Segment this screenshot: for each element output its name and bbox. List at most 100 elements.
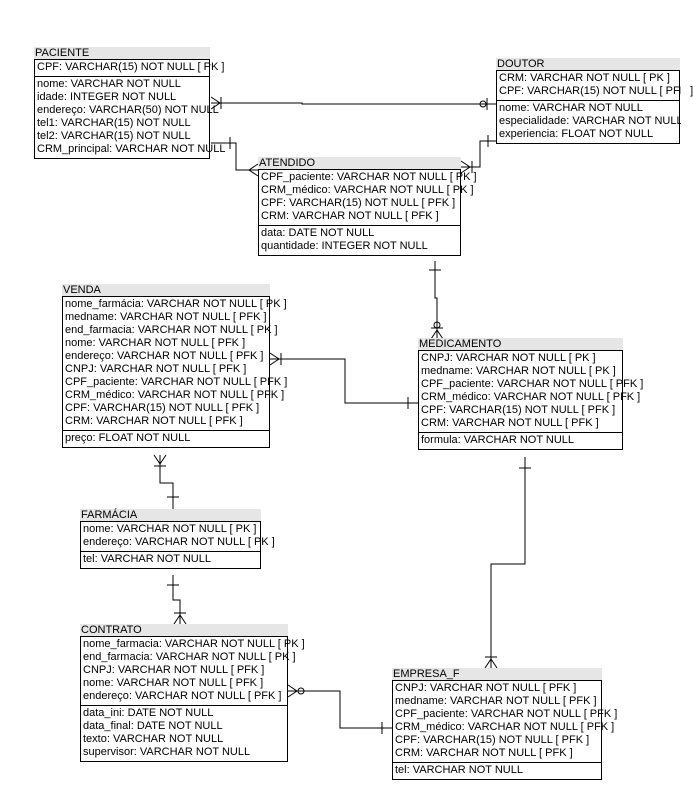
attr-row: CRM: VARCHAR NOT NULL [ PK ]	[499, 72, 670, 84]
attr-row: data: DATE NOT NULL	[261, 227, 375, 239]
entity-empresa-f-attrs: tel: VARCHAR NOT NULL	[393, 762, 601, 779]
attr-row: endereço: VARCHAR(50) NOT NULL	[37, 104, 219, 116]
attr-row: supervisor: VARCHAR NOT NULL	[83, 746, 251, 758]
attr-row: tel2: VARCHAR(15) NOT NULL	[37, 130, 191, 142]
entity-paciente-table: CPF: VARCHAR(15) NOT NULL [ PK ] nome: V…	[34, 59, 225, 159]
attr-row: CRM: VARCHAR NOT NULL [ PFK ]	[261, 210, 439, 222]
crowfoot-venda-right	[269, 352, 282, 366]
attr-row: medname: VARCHAR NOT NULL [ PFK ]	[395, 695, 597, 707]
attr-row: CPF: VARCHAR(15) NOT NULL [ PFK ]	[261, 197, 456, 209]
attr-row: data_ini: DATE NOT NULL	[83, 707, 214, 719]
entity-empresa-f-title: EMPRESA_F	[392, 668, 602, 680]
entity-atendido-title: ATENDIDO	[258, 157, 461, 169]
attr-row: CPF_paciente: VARCHAR NOT NULL [ PK ]	[261, 171, 477, 183]
entity-atendido-table: CPF_paciente: VARCHAR NOT NULL [ PK ] CR…	[258, 169, 477, 256]
rel-contrato-empresa	[288, 690, 392, 729]
entity-contrato-keys: nome_farmacia: VARCHAR NOT NULL [ PK ] e…	[81, 637, 305, 705]
entity-contrato-title: CONTRATO	[80, 624, 288, 636]
rel-paciente-doutor	[211, 102, 496, 105]
entity-medicamento-title: MEDICAMENTO	[418, 338, 623, 350]
attr-row: endereço: VARCHAR NOT NULL [ PFK ]	[65, 350, 264, 362]
attr-row: texto: VARCHAR NOT NULL	[83, 733, 224, 745]
optional-contrato	[297, 687, 305, 695]
attr-row: nome: VARCHAR NOT NULL	[37, 78, 181, 90]
attr-row: CRM: VARCHAR NOT NULL [ PFK ]	[395, 747, 573, 759]
entity-venda-title: VENDA	[62, 284, 270, 296]
crowfoot-venda-bottom	[153, 454, 167, 467]
entity-farmacia-table: nome: VARCHAR NOT NULL [ PK ] endereço: …	[80, 521, 275, 569]
attr-row: endereço: VARCHAR NOT NULL [ PK ]	[83, 536, 275, 548]
attr-row: medname: VARCHAR NOT NULL [ PFK ]	[65, 311, 267, 323]
crowfoot-paciente	[210, 96, 222, 110]
entity-contrato[interactable]: CONTRATO nome_farmacia: VARCHAR NOT NULL…	[80, 624, 305, 762]
attr-row: CPF: VARCHAR(15) NOT NULL [ PK ]	[37, 61, 225, 73]
entity-medicamento-keys: CNPJ: VARCHAR NOT NULL [ PK ] medname: V…	[419, 351, 644, 432]
entity-contrato-attrs: data_ini: DATE NOT NULL data_final: DATE…	[81, 705, 287, 761]
rel-atendido-medicamento	[434, 261, 438, 339]
entity-venda-table: nome_farmácia: VARCHAR NOT NULL [ PK ] m…	[62, 296, 288, 448]
attr-row: CNPJ: VARCHAR NOT NULL [ PFK ]	[83, 664, 265, 676]
entity-farmacia-attrs: tel: VARCHAR NOT NULL	[81, 551, 260, 568]
attr-row: CPF_paciente: VARCHAR NOT NULL [ PFK ]	[421, 378, 644, 390]
attr-row: CPF: VARCHAR(15) NOT NULL [ PFK ]	[395, 734, 590, 746]
entity-farmacia-keys: nome: VARCHAR NOT NULL [ PK ] endereço: …	[81, 522, 275, 551]
entity-farmacia-title: FARMÁCIA	[80, 509, 261, 521]
entity-atendido-attrs: data: DATE NOT NULL quantidade: INTEGER …	[259, 225, 460, 255]
entity-paciente-keys: CPF: VARCHAR(15) NOT NULL [ PK ]	[35, 60, 225, 76]
attr-row: nome: VARCHAR NOT NULL [ PK ]	[83, 523, 257, 535]
attr-row: nome_farmacia: VARCHAR NOT NULL [ PK ]	[83, 638, 305, 650]
attr-row: CPF_paciente: VARCHAR NOT NULL [ PFK ]	[395, 708, 618, 720]
attr-row: tel1: VARCHAR(15) NOT NULL	[37, 117, 191, 129]
entity-paciente[interactable]: PACIENTE CPF: VARCHAR(15) NOT NULL [ PK …	[34, 47, 225, 159]
attr-row: nome: VARCHAR NOT NULL [ PFK ]	[83, 677, 264, 689]
entity-empresa-f[interactable]: EMPRESA_F CNPJ: VARCHAR NOT NULL [ PFK ]…	[392, 668, 618, 780]
entity-paciente-title: PACIENTE	[34, 47, 210, 59]
entity-atendido[interactable]: ATENDIDO CPF_paciente: VARCHAR NOT NULL …	[258, 157, 477, 256]
entity-farmacia[interactable]: FARMÁCIA nome: VARCHAR NOT NULL [ PK ] e…	[80, 509, 275, 569]
attr-row: CNPJ: VARCHAR NOT NULL [ PK ]	[421, 352, 596, 364]
entity-doutor-attrs: nome: VARCHAR NOT NULL especialidade: VA…	[497, 100, 683, 143]
entity-venda[interactable]: VENDA nome_farmácia: VARCHAR NOT NULL [ …	[62, 284, 288, 448]
attr-row: CRM_médico: VARCHAR NOT NULL [ PK ]	[261, 184, 474, 196]
crowfoot-contrato-top	[173, 612, 187, 625]
optional-doutor	[479, 100, 487, 108]
entity-atendido-keys: CPF_paciente: VARCHAR NOT NULL [ PK ] CR…	[259, 170, 477, 225]
attr-row: CPF: VARCHAR(15) NOT NULL [ PFK ]	[65, 402, 260, 414]
rel-medicamento-empresa	[490, 457, 526, 668]
attr-row: CPF: VARCHAR(15) NOT NULL [ PFK ]	[421, 404, 616, 416]
attr-row: CNPJ: VARCHAR NOT NULL [ PFK ]	[65, 363, 247, 375]
entity-medicamento[interactable]: MEDICAMENTO CNPJ: VARCHAR NOT NULL [ PK …	[418, 338, 644, 450]
rel-venda-farmacia	[159, 455, 174, 510]
attr-row: tel: VARCHAR NOT NULL	[83, 553, 211, 565]
entity-empresa-f-table: CNPJ: VARCHAR NOT NULL [ PFK ] medname: …	[392, 680, 618, 780]
entity-paciente-attrs: nome: VARCHAR NOT NULL idade: INTEGER NO…	[35, 76, 225, 158]
attr-row: CNPJ: VARCHAR NOT NULL [ PFK ]	[395, 682, 577, 694]
rel-venda-medicamento	[270, 358, 418, 404]
attr-row: nome: VARCHAR NOT NULL	[499, 102, 643, 114]
attr-row: CRM_médico: VARCHAR NOT NULL [ PFK ]	[395, 721, 615, 733]
entity-venda-keys: nome_farmácia: VARCHAR NOT NULL [ PK ] m…	[63, 297, 288, 430]
attr-row: CRM_médico: VARCHAR NOT NULL [ PFK ]	[421, 391, 641, 403]
entity-medicamento-table: CNPJ: VARCHAR NOT NULL [ PK ] medname: V…	[418, 350, 644, 450]
attr-row: idade: INTEGER NOT NULL	[37, 91, 177, 103]
attr-row: nome_farmácia: VARCHAR NOT NULL [ PK ]	[65, 298, 287, 310]
attr-row: CRM: VARCHAR NOT NULL [ PFK ]	[421, 417, 599, 429]
attr-row: end_farmacia: VARCHAR NOT NULL [ PK ]	[65, 324, 278, 336]
entity-doutor[interactable]: DOUTOR CRM: VARCHAR NOT NULL [ PK ] CPF:…	[496, 58, 693, 144]
attr-row: CPF_paciente: VARCHAR NOT NULL [ PFK ]	[65, 376, 288, 388]
optional-medicamento	[433, 321, 441, 329]
attr-row: preço: FLOAT NOT NULL	[65, 432, 191, 444]
attr-row: nome: VARCHAR NOT NULL [ PFK ]	[65, 337, 246, 349]
entity-doutor-table: CRM: VARCHAR NOT NULL [ PK ] CPF: VARCHA…	[496, 70, 693, 144]
attr-row: quantidade: INTEGER NOT NULL	[261, 240, 428, 252]
entity-doutor-keys: CRM: VARCHAR NOT NULL [ PK ] CPF: VARCHA…	[497, 71, 693, 100]
entity-contrato-table: nome_farmacia: VARCHAR NOT NULL [ PK ] e…	[80, 636, 305, 762]
entity-venda-attrs: preço: FLOAT NOT NULL	[63, 430, 269, 447]
attr-row: CRM_médico: VARCHAR NOT NULL [ PFK ]	[65, 389, 285, 401]
attr-row: especialidade: VARCHAR NOT NULL	[499, 115, 683, 127]
rel-farmacia-contrato	[172, 575, 181, 624]
entity-medicamento-attrs: formula: VARCHAR NOT NULL	[419, 432, 622, 449]
rel-paciente-atendido	[211, 142, 258, 171]
crowfoot-atendido-right	[460, 160, 473, 174]
